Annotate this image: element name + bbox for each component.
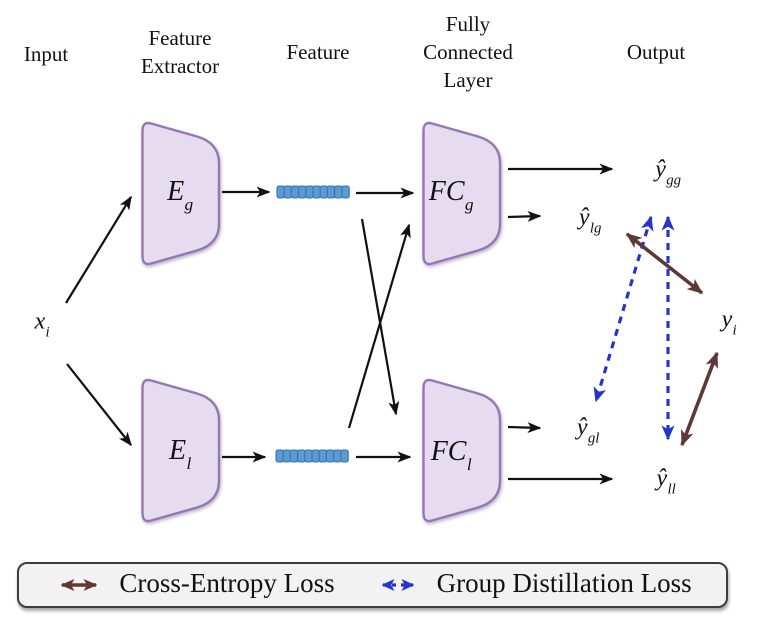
label-output-lg: ŷlg [578,204,602,237]
feature-vector-l [275,449,349,463]
arrow-input-to-extractor-l [66,363,132,447]
arrow-input-to-extractor-g [65,195,132,304]
column-header-fully-connected-line3: Layer [443,68,493,92]
label-extractor-l: El [169,435,192,473]
arrow-fc-l-to-output-gl [507,422,542,434]
label-target-y: yi [721,306,737,339]
column-header-feature-extractor-line2: Extractor [140,54,220,78]
cross-entropy-arrow-icon [60,579,98,591]
legend: Cross-Entropy Loss Group Distillation Lo… [17,562,728,608]
label-input-x: xi [34,308,50,341]
label-output-gl: ŷgl [576,414,600,447]
column-header-feature-extractor: Feature Extractor [141,24,219,80]
legend-item-cross-entropy: Cross-Entropy Loss [53,568,335,600]
column-header-input: Input [23,42,69,66]
label-output-gg: ŷgg [655,156,682,189]
arrow-feature-g-to-fc-l-cross [360,218,400,416]
column-header-feature: Feature [286,40,350,64]
label-fc-l: FCl [430,436,472,474]
cross-entropy-arrow-lg-y [625,232,704,295]
column-header-fully-connected-layer: Fully Connected Layer [423,10,513,94]
column-header-output: Output [626,40,686,64]
label-extractor-g: Eg [167,176,194,214]
column-header-fully-connected-line1: Fully [445,12,491,36]
cross-entropy-arrow-y-ll [680,351,719,447]
label-output-ll: ŷll [656,465,676,498]
legend-label-group-distillation: Group Distillation Loss [436,568,692,598]
arrow-feature-l-to-fc-g-cross [347,223,411,429]
feature-vector-g [276,185,350,199]
arrow-fc-g-to-output-lg [507,210,542,222]
group-distillation-arrow-icon [381,579,415,591]
label-fc-g: FCg [428,176,474,214]
legend-label-cross-entropy: Cross-Entropy Loss [119,568,335,598]
column-header-fully-connected-line2: Connected [423,40,513,64]
legend-item-group-distillation: Group Distillation Loss [373,570,692,600]
column-header-feature-extractor-line1: Feature [148,26,212,50]
